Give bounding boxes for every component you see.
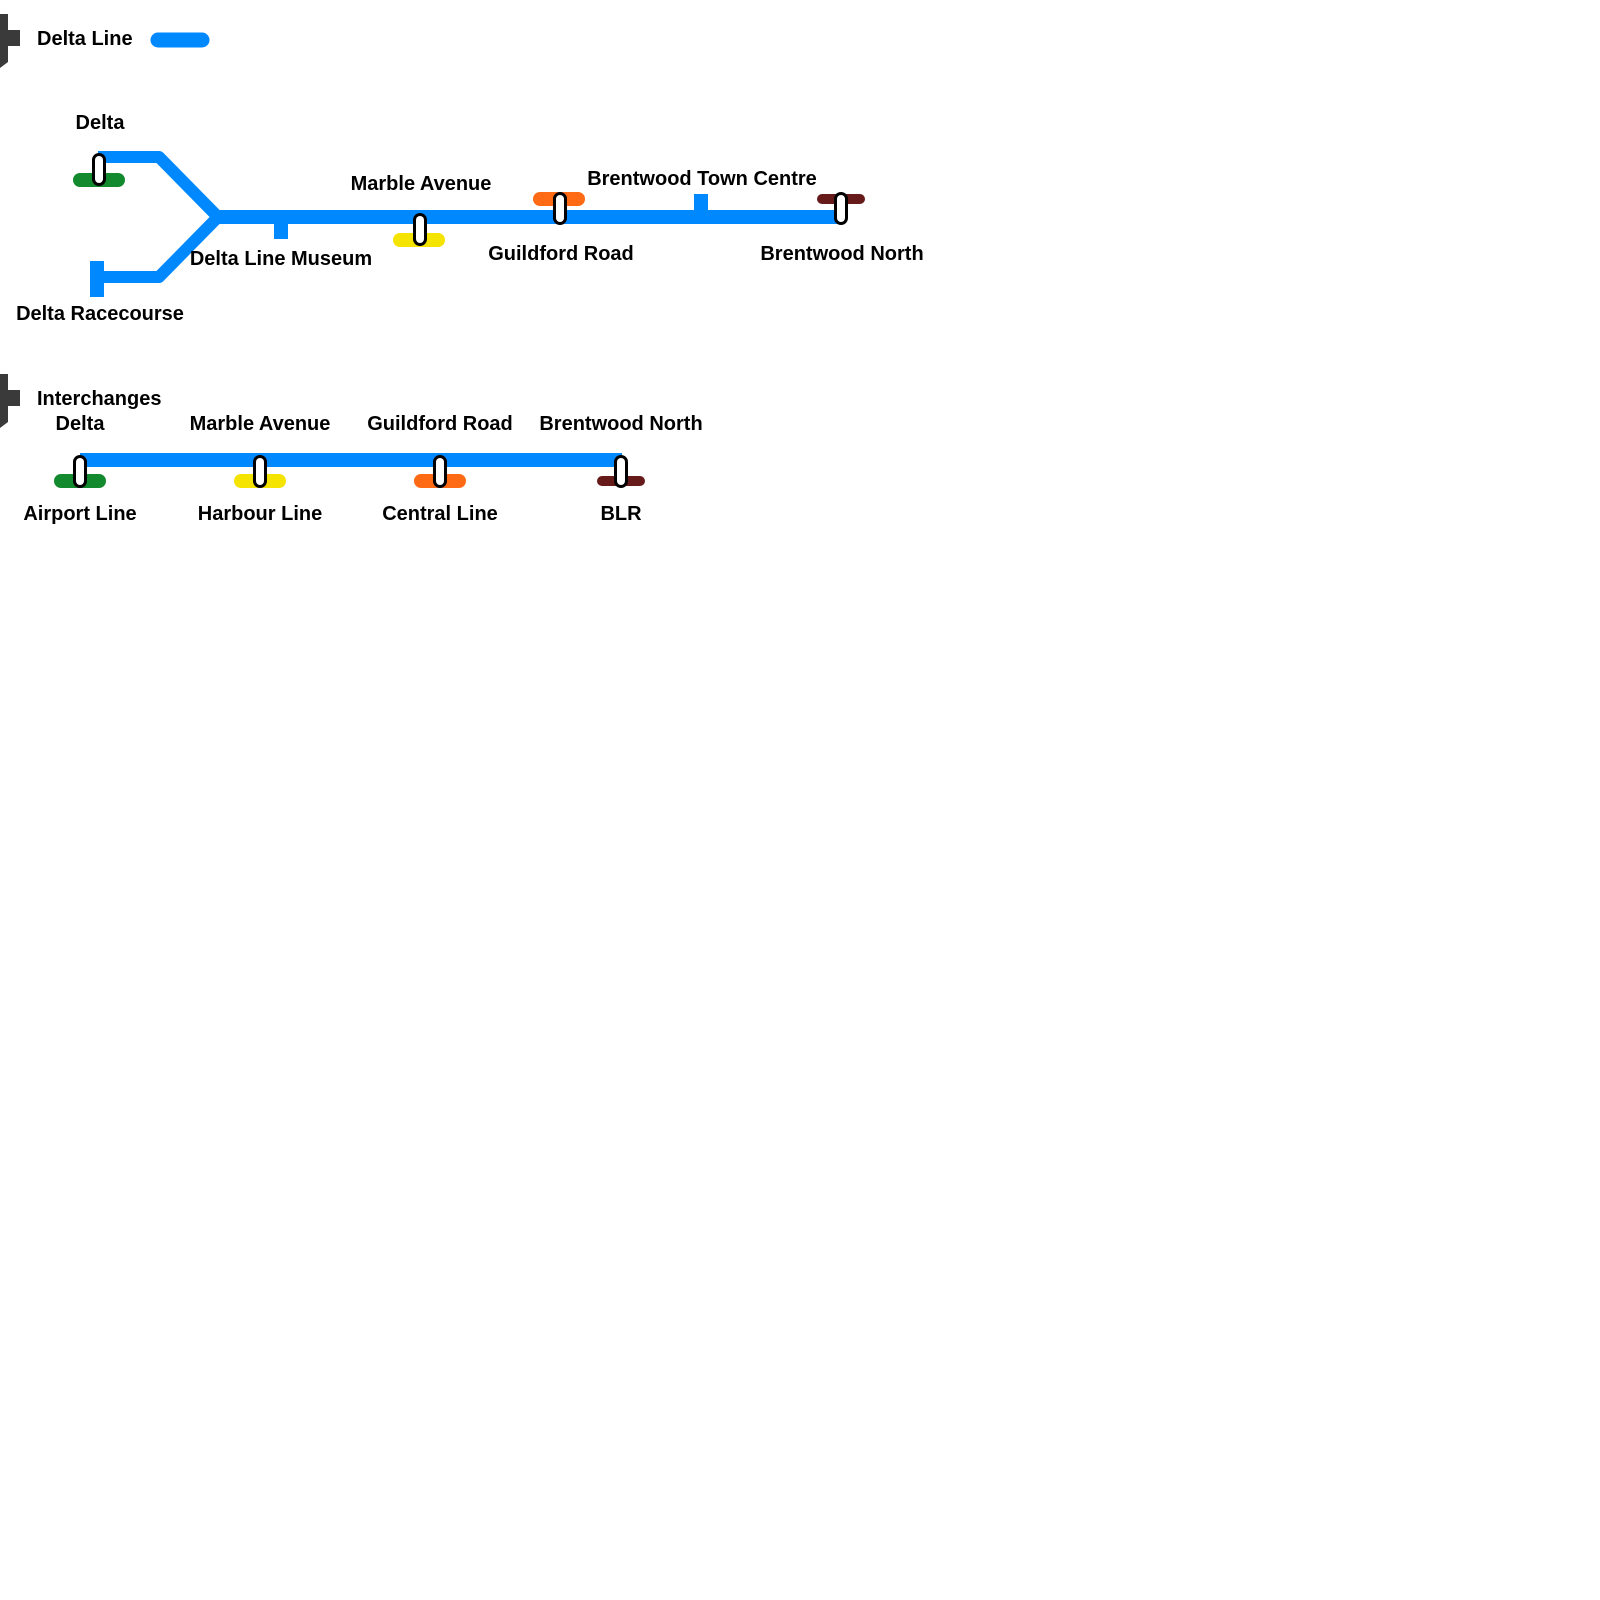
line-branch-racecourse — [97, 212, 223, 283]
interchange-connection-label: Central Line — [382, 503, 498, 525]
station-label-marble-avenue: Marble Avenue — [351, 173, 492, 195]
interchange-connection-label: Airport Line — [23, 503, 136, 525]
interchange-station-label: Brentwood North — [539, 413, 702, 435]
station-tick-brentwood-town-centre — [694, 194, 708, 218]
route-map: Delta Delta Racecourse Delta Line Museum… — [16, 112, 924, 325]
station-label-brentwood-town-centre: Brentwood Town Centre — [587, 168, 817, 190]
station-tick-delta-line-museum — [274, 217, 288, 239]
line-legend: Delta Line — [0, 14, 210, 68]
interchange-connection-label: Harbour Line — [198, 503, 322, 525]
station-label-delta-racecourse: Delta Racecourse — [16, 303, 184, 325]
interchanges-title: Interchanges — [37, 388, 161, 410]
station-label-delta: Delta — [76, 112, 126, 134]
interchange-connection-label: BLR — [600, 503, 642, 525]
interchange-station-label: Delta — [56, 413, 106, 435]
station-label-guildford-road: Guildford Road — [488, 243, 634, 265]
line-title: Delta Line — [37, 28, 133, 50]
line-badge-icon — [0, 374, 20, 428]
line-branch-delta — [98, 151, 223, 222]
line-badge-icon — [0, 14, 20, 68]
interchange-station-label: Guildford Road — [367, 413, 513, 435]
station-label-brentwood-north: Brentwood North — [760, 243, 923, 265]
interchange-station-label: Marble Avenue — [190, 413, 331, 435]
station-label-delta-line-museum: Delta Line Museum — [190, 248, 372, 270]
terminus-marker-delta-racecourse — [90, 261, 104, 297]
